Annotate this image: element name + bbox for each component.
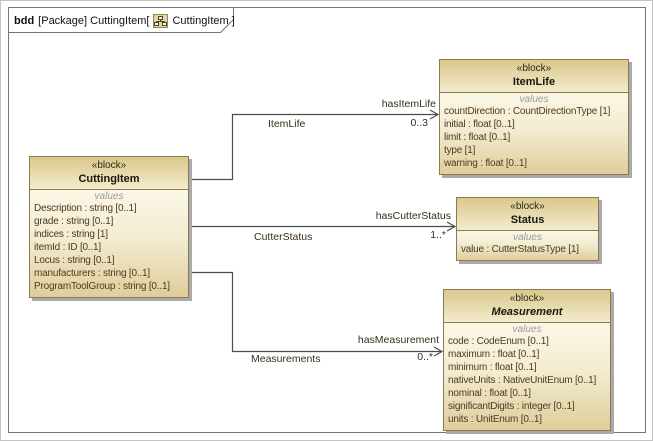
attribute-list: value : CutterStatusType [1] [461, 243, 594, 256]
block-cuttingitem-values-compartment: values Description : string [0..1] grade … [30, 190, 188, 297]
block-cuttingitem-header: «block» CuttingItem [30, 157, 188, 190]
stereotype-label: «block» [509, 293, 545, 304]
diagram-kind-label: bdd [14, 15, 35, 27]
attribute-row: grade : string [0..1] [34, 216, 114, 227]
values-compartment-label: values [512, 324, 542, 335]
block-itemlife-header: «block» ItemLife [440, 60, 628, 93]
multiplicity-hasmeasurement: 0..* [417, 351, 433, 363]
multiplicity-hasitemlife: 0..3 [410, 117, 428, 129]
attribute-row: manufacturers : string [0..1] [34, 268, 150, 279]
values-compartment-label: values [519, 94, 549, 105]
class-diagram-icon [153, 14, 169, 28]
diagram-title: bdd [Package] CuttingItem[ CuttingItem ] [14, 13, 235, 29]
attribute-list: countDirection : CountDirectionType [1] i… [444, 105, 624, 170]
association-hasitemlife-arrow-icon [429, 109, 440, 120]
attribute-row: warning : float [0..1] [444, 158, 527, 169]
attribute-row: units : UnitEnum [0..1] [448, 414, 542, 425]
block-measurement-values-compartment: values code : CodeEnum [0..1] maximum : f… [444, 323, 610, 430]
attribute-list: Description : string [0..1] grade : strin… [34, 202, 184, 293]
association-hasmeasurement-line[interactable] [188, 271, 442, 353]
block-name: Measurement [491, 306, 563, 318]
values-compartment-label: values [94, 191, 124, 202]
attribute-row: initial : float [0..1] [444, 119, 515, 130]
association-hasmeasurement-arrow-icon [433, 346, 444, 357]
block-status-header: «block» Status [457, 198, 598, 231]
attribute-row: maximum : float [0..1] [448, 349, 540, 360]
attribute-row: code : CodeEnum [0..1] [448, 336, 549, 347]
block-status[interactable]: «block» Status values value : CutterStat… [456, 197, 599, 261]
attribute-row: itemId : ID [0..1] [34, 242, 101, 253]
attribute-row: countDirection : CountDirectionType [1] [444, 106, 611, 117]
stereotype-label: «block» [510, 201, 545, 212]
block-measurement[interactable]: «block» Measurement values code : CodeEn… [443, 289, 611, 431]
role-label-itemlife: ItemLife [268, 118, 306, 130]
association-name-hasmeasurement: hasMeasurement [357, 334, 439, 346]
diagram-header-text: [Package] CuttingItem[ [38, 15, 150, 27]
attribute-row: nominal : float [0..1] [448, 388, 531, 399]
attribute-row: value : CutterStatusType [1] [461, 244, 579, 255]
diagram-title-tab [8, 7, 234, 33]
association-name-hascutterstatus: hasCutterStatus [375, 210, 451, 222]
multiplicity-hascutterstatus: 1..* [430, 229, 446, 241]
block-status-values-compartment: values value : CutterStatusType [1] [457, 231, 598, 260]
attribute-row: indices : string [1] [34, 229, 108, 240]
association-name-hasitemlife: hasItemLife [381, 98, 436, 110]
attribute-list: code : CodeEnum [0..1] maximum : float [0… [448, 335, 606, 426]
attribute-row: minimum : float [0..1] [448, 362, 537, 373]
attribute-row: type [1] [444, 145, 476, 156]
attribute-row: ProgramToolGroup : string [0..1] [34, 281, 170, 292]
stereotype-label: «block» [91, 160, 127, 171]
attribute-row: Description : string [0..1] [34, 203, 137, 214]
values-compartment-label: values [513, 232, 542, 243]
association-hascutterstatus-arrow-icon [446, 221, 457, 232]
block-itemlife-values-compartment: values countDirection : CountDirectionTy… [440, 93, 628, 174]
block-name: Status [510, 214, 545, 226]
attribute-row: limit : float [0..1] [444, 132, 511, 143]
association-hasitemlife-line[interactable] [188, 113, 438, 181]
attribute-row: Locus : string [0..1] [34, 255, 115, 266]
diagram-name-text: CuttingItem ] [172, 15, 235, 27]
block-itemlife[interactable]: «block» ItemLife values countDirection :… [439, 59, 629, 175]
attribute-row: significantDigits : integer [0..1] [448, 401, 575, 412]
stereotype-label: «block» [516, 63, 552, 74]
block-measurement-header: «block» Measurement [444, 290, 610, 323]
role-label-cutterstatus: CutterStatus [254, 231, 313, 243]
block-cuttingitem[interactable]: «block» CuttingItem values Description :… [29, 156, 189, 298]
attribute-row: nativeUnits : NativeUnitEnum [0..1] [448, 375, 597, 386]
block-name: CuttingItem [78, 173, 140, 185]
block-name: ItemLife [512, 76, 556, 88]
role-label-measurements: Measurements [251, 353, 321, 365]
